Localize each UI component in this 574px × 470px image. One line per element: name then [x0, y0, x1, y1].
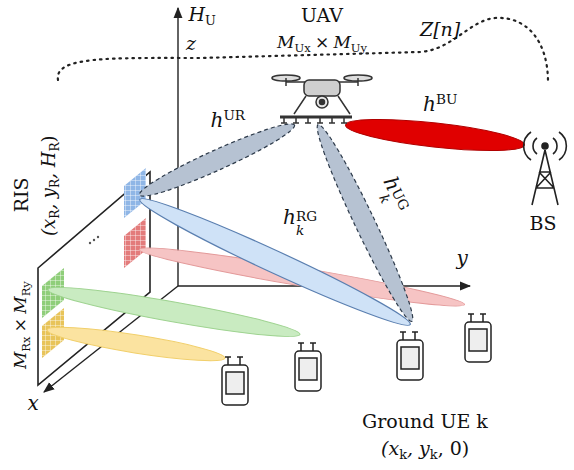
math-text: R — [47, 178, 61, 187]
math-text: Ux — [294, 41, 310, 55]
math-text: × — [315, 32, 329, 52]
math-text: UR — [223, 107, 245, 123]
beam-ug — [309, 120, 421, 325]
label: (xR, yR, HR) — [38, 135, 61, 236]
math-text: Z[n] — [420, 18, 460, 40]
math-text: (x — [381, 437, 399, 459]
math-text: ) — [37, 135, 58, 142]
math-text: R — [47, 209, 61, 218]
math-text: h — [211, 108, 224, 132]
math-text: k — [399, 447, 407, 462]
math-text: Rx — [19, 336, 33, 351]
z-axis — [177, 8, 178, 286]
math-text: Uy — [351, 41, 367, 55]
math-text: BS — [530, 212, 557, 234]
label: x — [28, 392, 39, 415]
label: (xk, yk, 0) — [381, 438, 469, 463]
script-stack: RGk — [296, 210, 317, 237]
ris-tile — [124, 218, 146, 268]
label: MUx×MUy — [277, 33, 367, 55]
label: y — [457, 247, 468, 270]
math-text: × — [10, 318, 30, 332]
label: hRGk — [283, 206, 317, 238]
math-text: M — [10, 352, 30, 369]
math-text: U — [205, 13, 216, 28]
beam-green — [46, 280, 302, 345]
label: UAV — [301, 5, 343, 27]
uav-drone — [272, 75, 372, 123]
base-station — [524, 132, 567, 205]
math-text: H — [189, 3, 206, 25]
math-text: Ry — [19, 281, 33, 296]
label: RIS — [11, 178, 33, 213]
label: hUR — [211, 108, 246, 132]
math-text: , H — [37, 151, 58, 178]
label: z — [186, 33, 196, 55]
ground-ue — [222, 314, 491, 405]
math-text: h — [283, 205, 296, 229]
math-text: , y — [407, 437, 430, 459]
math-text: M — [277, 32, 294, 52]
math-text: k — [430, 447, 438, 462]
math-text: , y — [37, 187, 58, 209]
beam-yellow — [46, 321, 227, 367]
script-stack: UGk — [376, 187, 410, 219]
label: hBU — [423, 92, 457, 116]
math-text: M — [333, 32, 350, 52]
beam-bu — [344, 113, 526, 157]
uav-trajectory — [58, 18, 548, 82]
ellipsis-dots — [89, 236, 99, 244]
math-text: RIS — [10, 178, 32, 213]
math-text: Ground UE k — [362, 410, 488, 432]
label: MRx×MRy — [11, 281, 33, 369]
math-text: M — [10, 296, 30, 313]
math-text: h — [423, 92, 436, 116]
math-text: R — [47, 142, 61, 151]
label: BS — [530, 213, 557, 235]
label: Ground UE k — [362, 411, 488, 433]
math-text: x — [28, 391, 39, 415]
math-text: UAV — [301, 4, 343, 26]
math-text: , 0) — [438, 437, 470, 459]
math-text: RG — [296, 210, 317, 224]
label: hUGk — [370, 173, 414, 219]
label: Z[n] — [420, 19, 460, 41]
math-text: y — [457, 246, 468, 270]
label: HU — [189, 4, 216, 29]
math-text: k — [296, 224, 317, 238]
math-text: BU — [436, 91, 457, 107]
math-text: (x — [37, 218, 58, 235]
math-text: z — [186, 32, 196, 54]
